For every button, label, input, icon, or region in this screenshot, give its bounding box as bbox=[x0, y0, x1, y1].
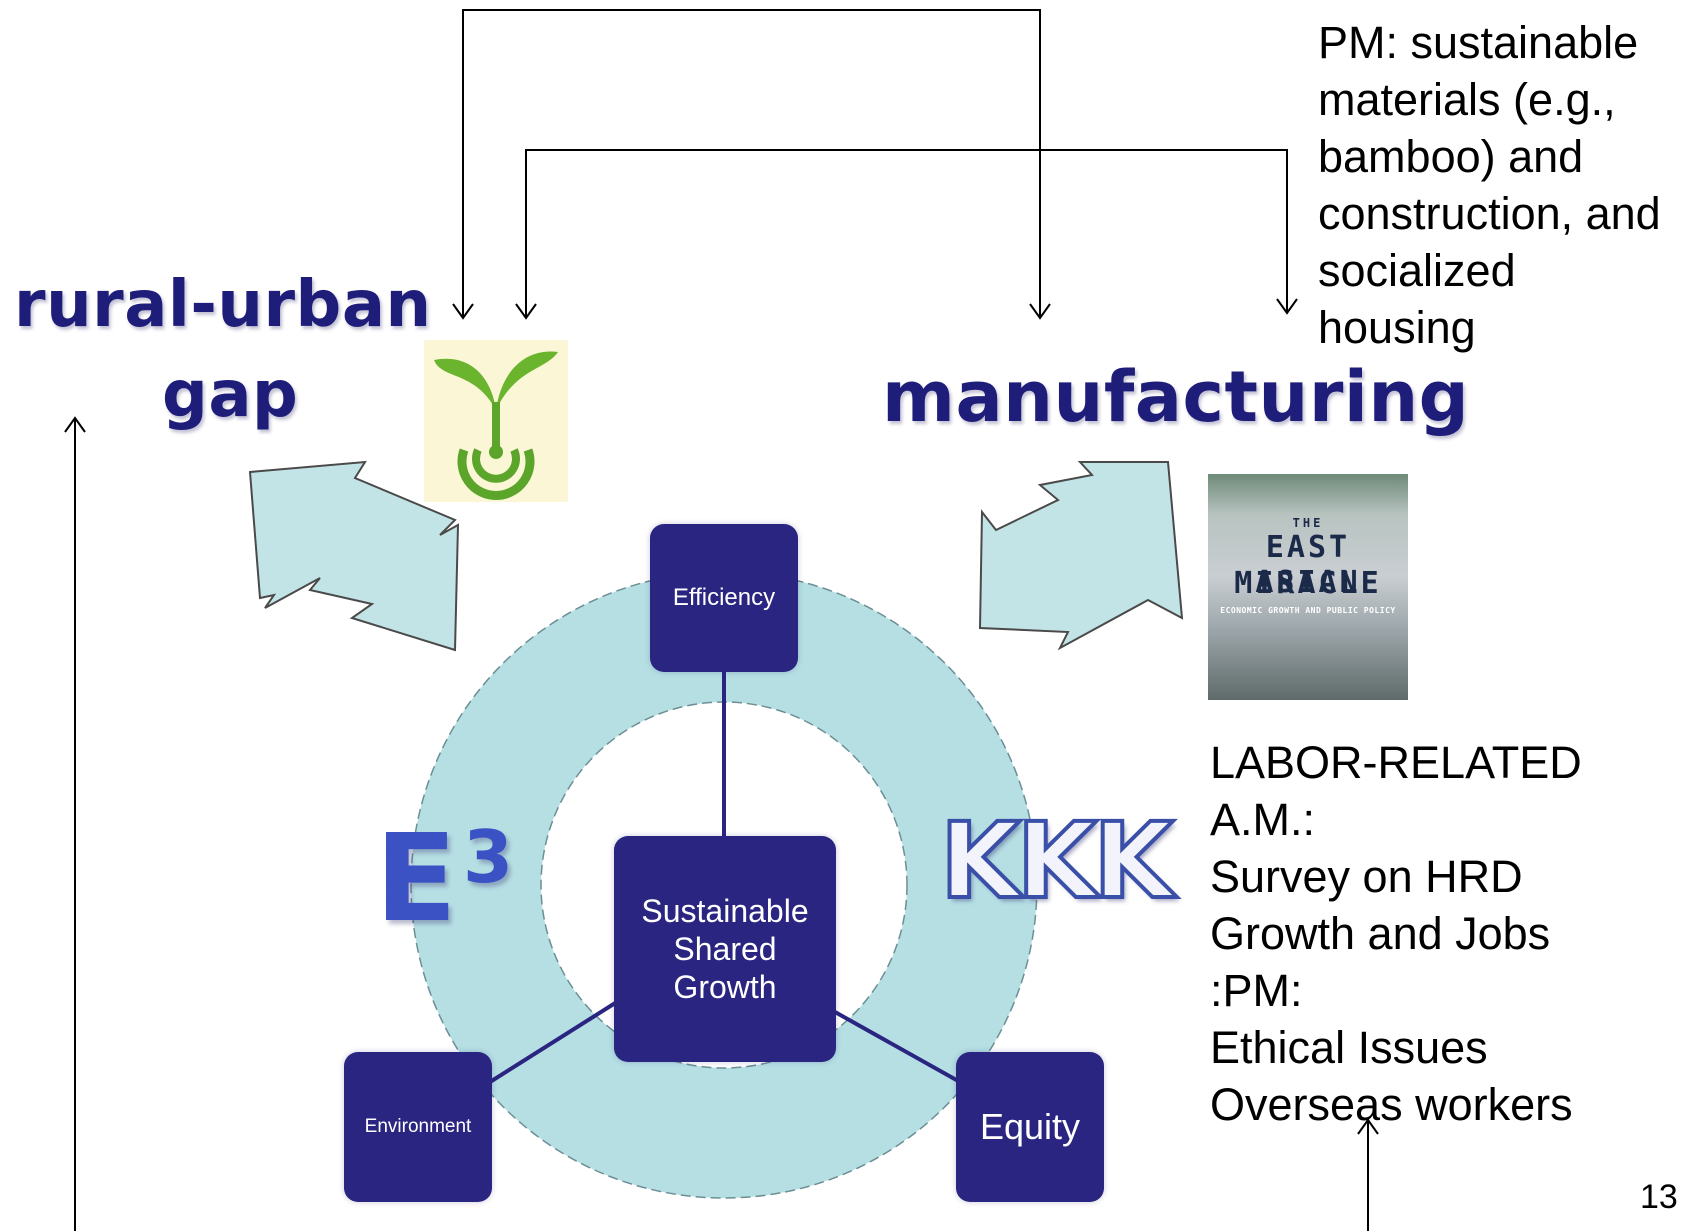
labor-note-line: LABOR-RELATED bbox=[1210, 737, 1582, 788]
book-line-miracle: MIRACLE bbox=[1234, 566, 1382, 601]
spoke-equity bbox=[834, 1010, 961, 1084]
pm-note-line: socialized bbox=[1318, 245, 1516, 296]
book-line-east-asian: EAST ASIAN bbox=[1255, 530, 1361, 600]
title-manufacturing: manufacturing bbox=[882, 356, 1470, 438]
arrowhead-bottom-right bbox=[1357, 1118, 1379, 1135]
connector-outer bbox=[462, 9, 1041, 318]
node-sustainable-shared-growth: Sustainable Shared Growth bbox=[614, 836, 836, 1062]
arrowhead-inner-left bbox=[515, 303, 537, 320]
node-environment-label: Environment bbox=[364, 1116, 472, 1137]
e3-exponent: 3 bbox=[462, 815, 514, 899]
title-gap: gap bbox=[162, 358, 299, 432]
labor-note-line: A.M.: bbox=[1210, 794, 1316, 845]
labor-note-line: Growth and Jobs bbox=[1210, 908, 1551, 959]
node-center-line: Shared bbox=[673, 931, 777, 967]
node-equity: Equity bbox=[956, 1052, 1104, 1202]
arrowhead-outer-left bbox=[452, 303, 474, 320]
pm-note-line: bamboo) and bbox=[1318, 131, 1584, 182]
labor-note-line: Overseas workers bbox=[1210, 1079, 1573, 1130]
spoke-environment bbox=[488, 998, 622, 1084]
arrowhead-left-up bbox=[64, 416, 86, 433]
connectors bbox=[64, 9, 1379, 1231]
spokes bbox=[488, 670, 961, 1084]
node-efficiency: Efficiency bbox=[650, 524, 798, 672]
book-subtitle: ECONOMIC GROWTH AND PUBLIC POLICY bbox=[1220, 606, 1396, 615]
pm-note-line: housing bbox=[1318, 302, 1476, 353]
node-center-line: Growth bbox=[673, 969, 777, 1005]
arrowhead-outer-right bbox=[1029, 303, 1051, 320]
book-line-the: THE bbox=[1292, 516, 1324, 530]
seedling-image bbox=[424, 340, 568, 502]
pm-note-line: materials (e.g., bbox=[1318, 74, 1616, 125]
pm-note: PM: sustainable materials (e.g., bamboo)… bbox=[1318, 14, 1693, 356]
pm-note-line: PM: sustainable bbox=[1318, 17, 1639, 68]
e3-base: E bbox=[375, 810, 457, 949]
e3-label: E3 bbox=[375, 810, 513, 949]
book-cover-east-asian-miracle: THE EAST ASIAN MIRACLE ECONOMIC GROWTH A… bbox=[1208, 474, 1408, 700]
node-efficiency-label: Efficiency bbox=[672, 584, 776, 611]
connector-inner bbox=[525, 149, 1288, 318]
labor-note-line: :PM: bbox=[1210, 965, 1303, 1016]
seedling-icon bbox=[434, 351, 558, 500]
pm-note-line: construction, and bbox=[1318, 188, 1661, 239]
labor-note-line: Ethical Issues bbox=[1210, 1022, 1488, 1073]
labor-note-line: Survey on HRD bbox=[1210, 851, 1523, 902]
double-arrow-left bbox=[248, 460, 460, 652]
node-environment: Environment bbox=[344, 1052, 492, 1202]
labor-note: LABOR-RELATED A.M.: Survey on HRD Growth… bbox=[1210, 734, 1650, 1133]
page-number: 13 bbox=[1640, 1178, 1678, 1216]
title-rural-urban: rural-urban bbox=[14, 268, 432, 342]
kkk-label: KKK bbox=[938, 798, 1176, 924]
node-center-line: Sustainable bbox=[641, 893, 809, 929]
node-equity-label: Equity bbox=[979, 1106, 1081, 1147]
double-arrow-right bbox=[978, 461, 1184, 651]
arrowhead-inner-right bbox=[1276, 298, 1298, 315]
